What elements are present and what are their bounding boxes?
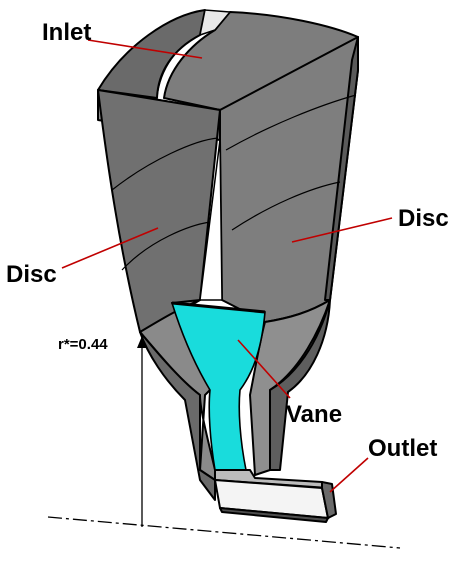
left-disc-arc-lower	[121, 221, 211, 271]
right-disc-arc-upper	[225, 94, 357, 151]
outlet-bottom-face	[219, 507, 329, 523]
label-radius: r*=0.44	[58, 336, 108, 353]
label-vane: Vane	[286, 401, 342, 428]
right-disc-side	[324, 36, 359, 301]
label-inlet: Inlet	[42, 19, 91, 46]
leader-inlet	[87, 39, 203, 59]
leader-outlet	[329, 457, 369, 493]
label-disc-left: Disc	[6, 261, 57, 288]
right-hub-lower	[269, 299, 331, 471]
rotation-axis	[47, 516, 401, 549]
leader-disc-right	[291, 217, 393, 243]
left-disc-arc-upper	[111, 137, 219, 191]
disc-gap	[199, 139, 223, 301]
outlet-right-face	[321, 481, 337, 519]
inlet-slot	[199, 9, 232, 37]
inlet-groove	[156, 29, 216, 99]
leader-vane	[237, 339, 291, 399]
label-disc-right: Disc	[398, 205, 449, 232]
vane-top-edge	[171, 301, 266, 314]
left-hub-lower	[139, 331, 216, 501]
leader-disc-left	[61, 227, 159, 269]
right-disc-arc-lower	[231, 181, 341, 231]
label-outlet: Outlet	[368, 435, 437, 462]
